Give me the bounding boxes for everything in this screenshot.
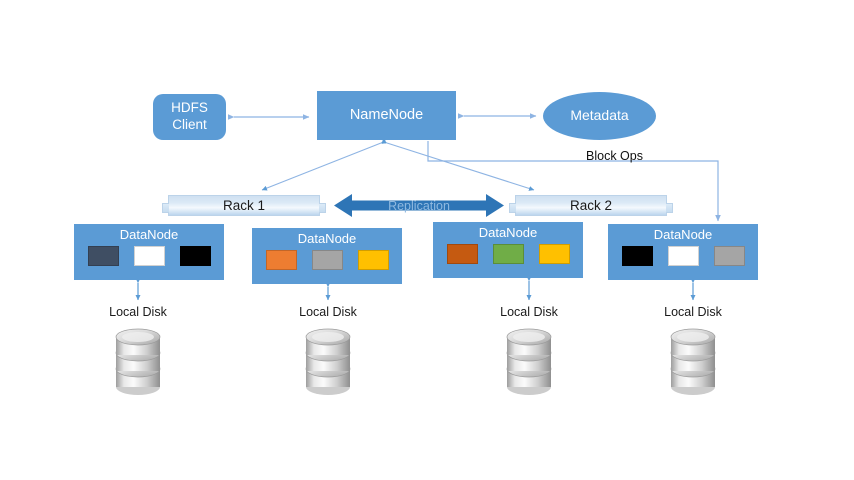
block-rust xyxy=(446,244,478,264)
database-cylinder-icon xyxy=(506,328,552,395)
replication-label: Replication xyxy=(388,198,450,213)
database-cylinder-icon xyxy=(115,328,161,395)
rack-connector-tab-right xyxy=(319,203,326,213)
local-disk-4: Local Disk xyxy=(633,305,753,399)
hdfs-client-label-line2: Client xyxy=(172,117,207,132)
datanode-3-label: DataNode xyxy=(478,225,538,240)
rack-2-label: Rack 2 xyxy=(569,198,613,213)
local-disk-4-label: Local Disk xyxy=(664,305,722,319)
replication-arrow xyxy=(334,194,504,217)
block-white xyxy=(667,246,699,266)
rack-1[interactable]: Rack 1 xyxy=(162,195,326,216)
wire-namenode-rack1 xyxy=(261,138,387,191)
namenode-label: NameNode xyxy=(349,107,424,124)
datanode-2-label: DataNode xyxy=(297,231,357,246)
block-gray xyxy=(713,246,745,266)
block-black xyxy=(621,246,653,266)
local-disk-2-label: Local Disk xyxy=(299,305,357,319)
datanode-1[interactable]: DataNode xyxy=(74,224,224,280)
block-black xyxy=(179,246,211,266)
metadata-label: Metadata xyxy=(570,107,629,124)
datanode-4[interactable]: DataNode xyxy=(608,224,758,280)
datanode-1-blocks xyxy=(74,242,224,266)
datanode-4-blocks xyxy=(608,242,758,266)
datanode-4-label: DataNode xyxy=(653,227,713,242)
datanode-2[interactable]: DataNode xyxy=(252,228,402,284)
wire-namenode-rack2 xyxy=(381,139,535,191)
rack-connector-tab-right xyxy=(666,203,673,213)
block-white xyxy=(133,246,165,266)
local-disk-3-label: Local Disk xyxy=(500,305,558,319)
rack-connector-tab-left xyxy=(509,203,516,213)
rack-2[interactable]: Rack 2 xyxy=(509,195,673,216)
local-disk-1: Local Disk xyxy=(78,305,198,399)
hdfs-client-node[interactable]: HDFS Client xyxy=(153,94,226,140)
block-gold xyxy=(357,250,389,270)
block-gray xyxy=(311,250,343,270)
local-disk-3: Local Disk xyxy=(469,305,589,399)
local-disk-2: Local Disk xyxy=(268,305,388,399)
datanode-2-blocks xyxy=(252,246,402,270)
datanode-1-label: DataNode xyxy=(119,227,179,242)
block-orange xyxy=(265,250,297,270)
metadata-node[interactable]: Metadata xyxy=(543,92,656,140)
namenode-node[interactable]: NameNode xyxy=(317,91,456,140)
block-green xyxy=(492,244,524,264)
database-cylinder-icon xyxy=(670,328,716,395)
datanode-3-blocks xyxy=(433,240,583,264)
block-ops-label: Block Ops xyxy=(586,149,643,163)
datanode-3[interactable]: DataNode xyxy=(433,222,583,278)
local-disk-1-label: Local Disk xyxy=(109,305,167,319)
block-dark-slate xyxy=(87,246,119,266)
rack-1-label: Rack 1 xyxy=(222,198,266,213)
wire-datanode-disk-group xyxy=(135,276,696,301)
database-cylinder-icon xyxy=(305,328,351,395)
block-gold xyxy=(538,244,570,264)
rack-connector-tab-left xyxy=(162,203,169,213)
hdfs-client-label-line1: HDFS xyxy=(171,100,208,116)
